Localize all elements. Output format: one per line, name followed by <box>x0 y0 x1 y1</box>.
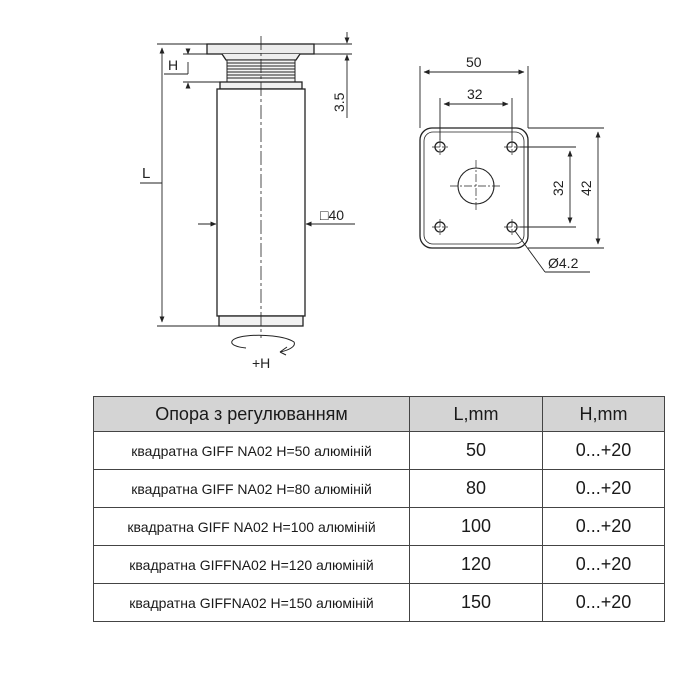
label-width-32: 32 <box>467 86 483 102</box>
dimension-height-32 <box>520 146 576 228</box>
row-name: квадратна GIFF NA02 H=100 алюміній <box>93 507 410 546</box>
dimension-H <box>164 48 226 89</box>
spec-table: Опора з регулюванням L,mm H,mm квадратна… <box>93 396 665 622</box>
label-adjust-h: +H <box>252 355 270 371</box>
mounting-plate <box>206 43 315 55</box>
technical-drawing: L H 3.5 □40 +H <box>140 32 604 371</box>
top-view <box>419 127 529 249</box>
row-name: квадратна GIFF NA02 H=80 алюміній <box>93 469 410 508</box>
row-name: квадратна GIFFNA02 H=150 алюміній <box>93 583 410 622</box>
label-L: L <box>142 165 150 182</box>
row-height: 0...+20 <box>542 431 665 470</box>
table-header-row: Опора з регулюванням L,mm H,mm <box>93 396 665 432</box>
row-length: 50 <box>409 431 543 470</box>
header-support: Опора з регулюванням <box>93 396 410 432</box>
dimension-3-5 <box>314 32 352 118</box>
row-height: 0...+20 <box>542 469 665 508</box>
row-height: 0...+20 <box>542 507 665 546</box>
dimension-L <box>140 43 219 327</box>
leader-hole-diameter <box>514 230 590 273</box>
label-width-50: 50 <box>466 54 482 70</box>
row-name: квадратна GIFF NA02 H=50 алюміній <box>93 431 410 470</box>
table-row: квадратна GIFFNA02 H=150 алюміній 150 0.… <box>93 583 665 622</box>
dimension-height-42 <box>528 127 604 249</box>
label-height-42: 42 <box>578 180 594 196</box>
label-H: H <box>168 57 178 73</box>
header-height: H,mm <box>542 396 665 432</box>
label-3-5: 3.5 <box>331 92 347 112</box>
table-row: квадратна GIFFNA02 H=120 алюміній 120 0.… <box>93 545 665 584</box>
row-length: 150 <box>409 583 543 622</box>
label-height-32: 32 <box>550 180 566 196</box>
row-height: 0...+20 <box>542 583 665 622</box>
side-view <box>206 36 315 338</box>
header-length: L,mm <box>409 396 543 432</box>
row-length: 120 <box>409 545 543 584</box>
dimension-width-50 <box>419 66 529 128</box>
row-length: 100 <box>409 507 543 546</box>
table-row: квадратна GIFF NA02 H=80 алюміній 80 0..… <box>93 469 665 508</box>
label-square-40: □40 <box>320 207 344 223</box>
table-row: квадратна GIFF NA02 H=50 алюміній 50 0..… <box>93 431 665 470</box>
row-height: 0...+20 <box>542 545 665 584</box>
table-row: квадратна GIFF NA02 H=100 алюміній 100 0… <box>93 507 665 546</box>
row-length: 80 <box>409 469 543 508</box>
dimension-width-32 <box>439 98 513 140</box>
label-hole-diameter: Ø4.2 <box>548 255 579 271</box>
rotation-arrow-icon <box>231 334 295 356</box>
plate-outline <box>419 127 529 249</box>
plate-inner-outline <box>423 131 525 245</box>
row-name: квадратна GIFFNA02 H=120 алюміній <box>93 545 410 584</box>
